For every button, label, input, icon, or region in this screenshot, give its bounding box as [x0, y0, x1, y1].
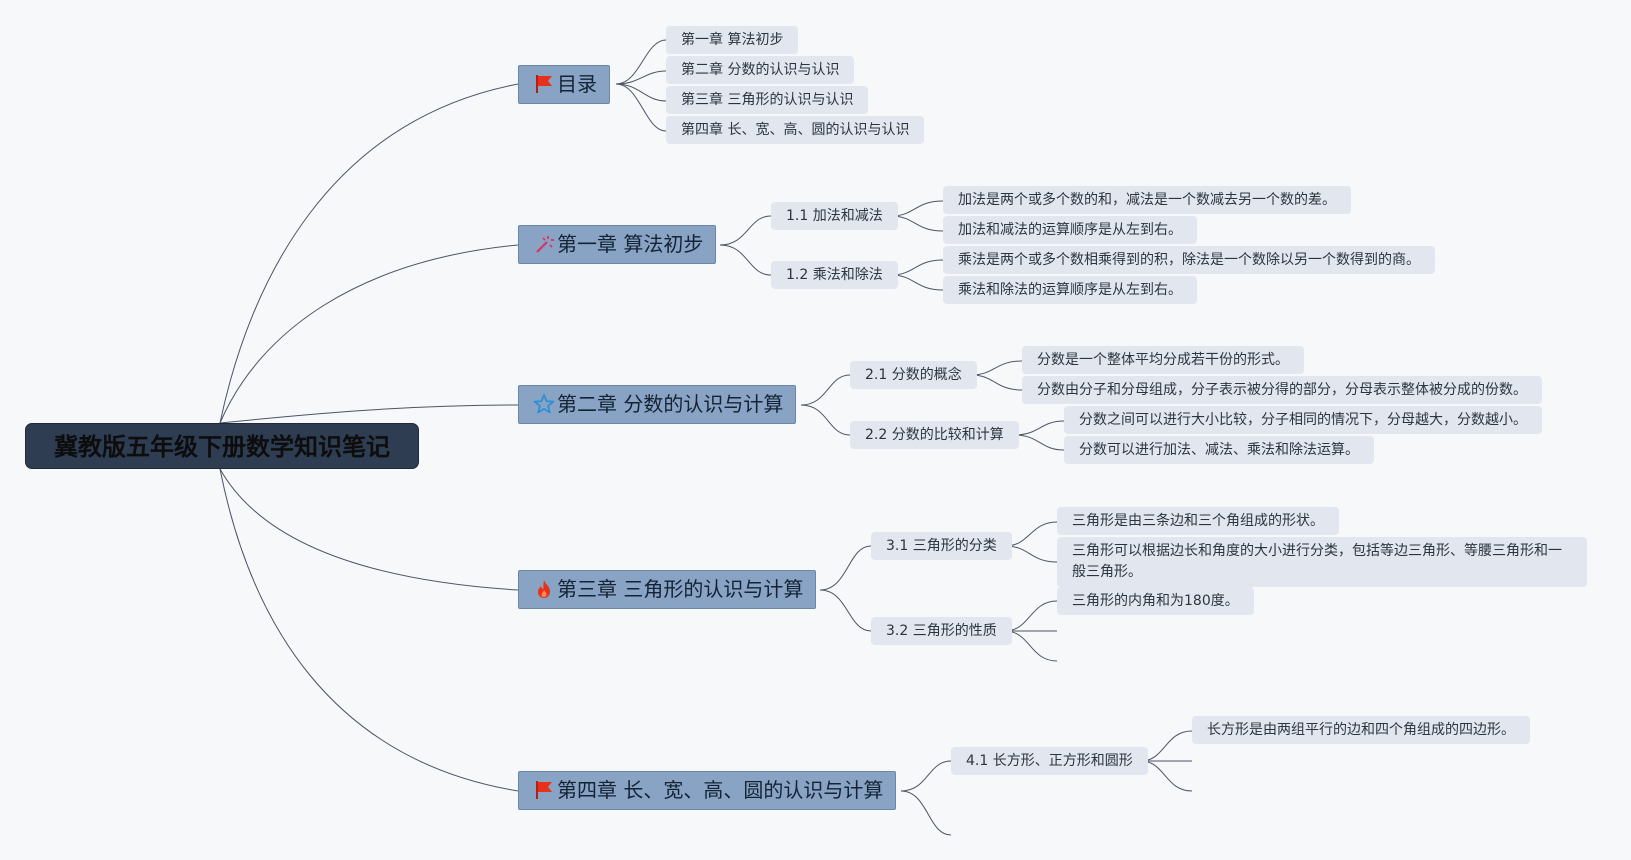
magic-wand-icon — [536, 236, 554, 253]
section-node[interactable]: 1.2 乘法和除法 — [771, 261, 898, 289]
fire-icon — [538, 580, 550, 598]
branch-label: 目录 — [557, 72, 597, 96]
section-node[interactable]: 3.2 三角形的性质 — [871, 617, 1012, 645]
note-node[interactable]: 分数之间可以进行大小比较，分子相同的情况下，分母越大，分数越小。 — [1064, 406, 1542, 434]
root-topic[interactable]: 冀教版五年级下册数学知识笔记 — [25, 423, 419, 469]
toc-item[interactable]: 第二章 分数的认识与认识 — [666, 56, 855, 84]
section-node[interactable]: 2.1 分数的概念 — [850, 361, 977, 389]
note-node[interactable]: 长方形是由两组平行的边和四个角组成的四边形。 — [1192, 716, 1530, 744]
branch-chapter-4[interactable]: 第四章 长、宽、高、圆的认识与计算 — [518, 771, 897, 810]
section-node[interactable]: 3.1 三角形的分类 — [871, 532, 1012, 560]
toc-item[interactable]: 第一章 算法初步 — [666, 26, 799, 54]
branch-label: 第一章 算法初步 — [557, 232, 704, 256]
toc-item[interactable]: 第三章 三角形的认识与认识 — [666, 86, 869, 114]
note-node[interactable]: 加法是两个或多个数的和，减法是一个数减去另一个数的差。 — [943, 186, 1351, 214]
branch-label: 第二章 分数的认识与计算 — [557, 392, 784, 416]
branch-label: 第四章 长、宽、高、圆的认识与计算 — [557, 778, 884, 802]
note-node[interactable]: 加法和减法的运算顺序是从左到右。 — [943, 216, 1197, 244]
branch-chapter-3[interactable]: 第三章 三角形的认识与计算 — [518, 570, 817, 609]
note-node[interactable]: 三角形是由三条边和三个角组成的形状。 — [1057, 507, 1339, 535]
toc-item[interactable]: 第四章 长、宽、高、圆的认识与认识 — [666, 116, 925, 144]
section-node[interactable]: 2.2 分数的比较和计算 — [850, 421, 1019, 449]
note-node[interactable]: 乘法是两个或多个数相乘得到的积，除法是一个数除以另一个数得到的商。 — [943, 246, 1435, 274]
branch-label: 第三章 三角形的认识与计算 — [557, 577, 804, 601]
branch-chapter-1[interactable]: 第一章 算法初步 — [518, 225, 717, 264]
note-node[interactable]: 乘法和除法的运算顺序是从左到右。 — [943, 276, 1197, 304]
branch-chapter-2[interactable]: 第二章 分数的认识与计算 — [518, 385, 797, 424]
note-node[interactable]: 分数由分子和分母组成，分子表示被分得的部分，分母表示整体被分成的份数。 — [1022, 376, 1542, 404]
red-flag-icon — [536, 781, 552, 799]
star-icon — [533, 394, 555, 414]
section-node[interactable]: 1.1 加法和减法 — [771, 202, 898, 230]
red-flag-icon — [536, 75, 552, 93]
section-node[interactable]: 4.1 长方形、正方形和圆形 — [951, 747, 1148, 775]
note-node[interactable]: 分数是一个整体平均分成若干份的形式。 — [1022, 346, 1304, 374]
branch-toc[interactable]: 目录 — [518, 65, 610, 104]
note-node[interactable]: 三角形可以根据边长和角度的大小进行分类，包括等边三角形、等腰三角形和一般三角形。 — [1057, 537, 1587, 587]
note-node[interactable]: 分数可以进行加法、减法、乘法和除法运算。 — [1064, 436, 1374, 464]
note-node[interactable]: 三角形的内角和为180度。 — [1057, 587, 1254, 615]
